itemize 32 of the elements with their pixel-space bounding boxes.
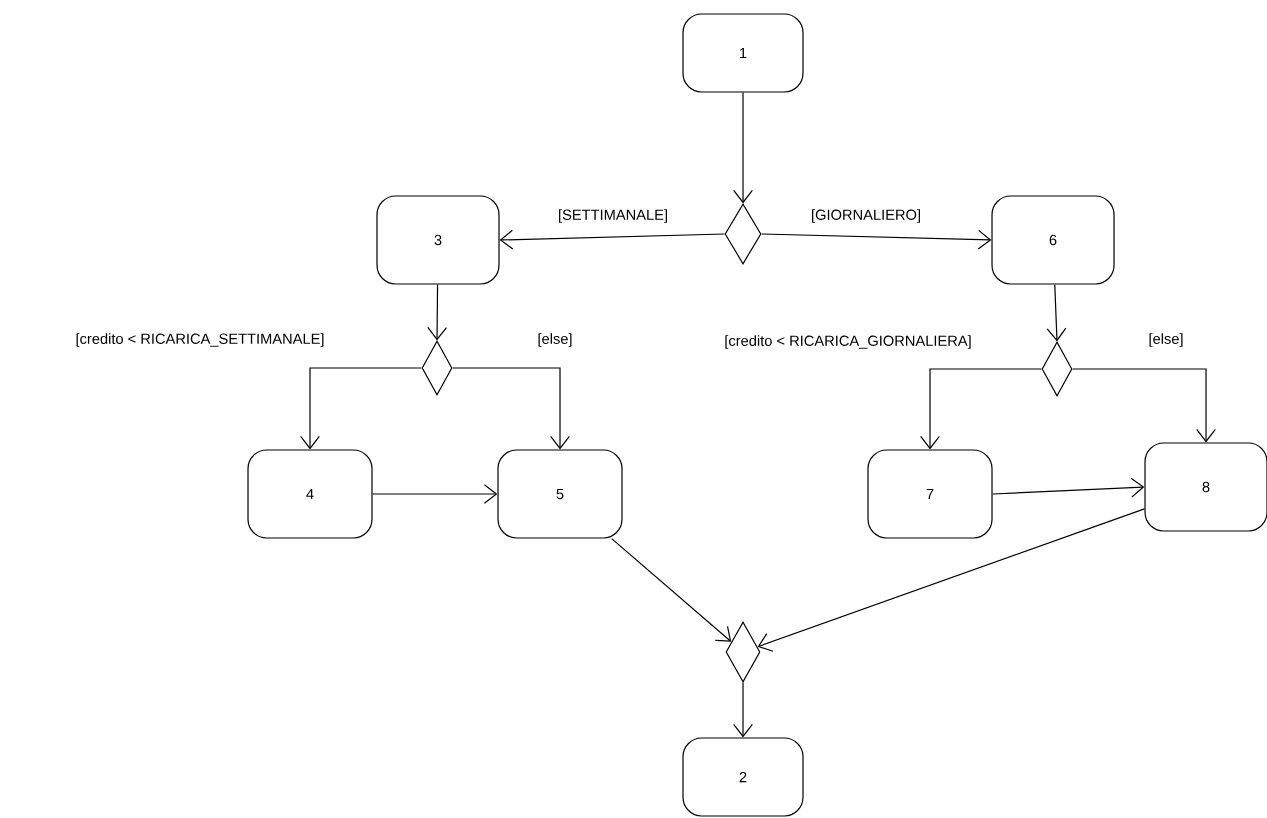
arrow xyxy=(920,368,1042,450)
activity-box: 8 xyxy=(1144,442,1267,532)
activity-box: 2 xyxy=(682,737,804,817)
arrow xyxy=(757,508,1145,652)
arrow xyxy=(1046,284,1067,342)
activity-box: 6 xyxy=(991,195,1115,285)
decision-diamond xyxy=(421,340,453,396)
edge-label: [else] xyxy=(1147,331,1185,349)
arrow xyxy=(300,367,422,450)
arrow xyxy=(992,477,1145,498)
arrow xyxy=(427,284,448,341)
decision-diamond xyxy=(724,203,762,265)
activity-box: 4 xyxy=(247,449,373,539)
edge-label: [else] xyxy=(536,331,574,349)
decision-diamond xyxy=(1041,341,1073,397)
edge-label: [credito < RICARICA_GIORNALIERA] xyxy=(723,333,974,351)
arrow xyxy=(1072,368,1216,443)
arrow xyxy=(611,538,732,642)
arrow xyxy=(452,367,570,450)
arrow xyxy=(733,682,753,738)
arrow xyxy=(761,229,992,250)
activity-box: 5 xyxy=(497,449,623,539)
decision-diamond xyxy=(725,621,761,683)
arrow xyxy=(372,484,498,504)
arrow xyxy=(733,92,753,204)
arrow xyxy=(499,229,725,250)
activity-box: 7 xyxy=(867,449,993,539)
activity-box: 3 xyxy=(376,195,500,285)
edge-label: [SETTIMANALE] xyxy=(556,207,670,225)
activity-box: 1 xyxy=(682,13,804,93)
edge-label: [credito < RICARICA_SETTIMANALE] xyxy=(74,331,326,349)
edge-label: [GIORNALIERO] xyxy=(809,207,923,225)
